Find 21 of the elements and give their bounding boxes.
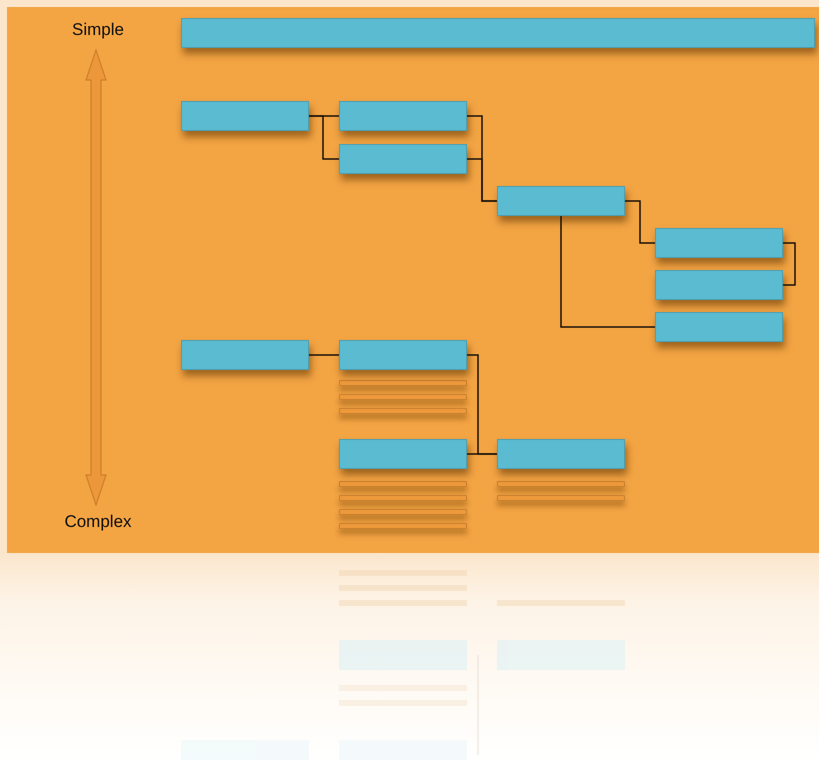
process-box — [339, 144, 467, 174]
connector-line — [625, 200, 655, 244]
process-box — [339, 439, 467, 469]
process-box — [181, 101, 309, 131]
process-box — [339, 340, 467, 370]
process-box — [339, 101, 467, 131]
connector-line — [467, 158, 497, 202]
process-box — [655, 312, 783, 342]
connector-line — [467, 453, 497, 455]
connector-line — [309, 354, 339, 356]
connector-line — [783, 242, 796, 286]
scale-label: Simple — [72, 20, 124, 40]
process-box — [181, 340, 309, 370]
process-box — [655, 270, 783, 300]
process-box — [497, 186, 625, 216]
connector-line — [309, 115, 339, 160]
connector-line — [560, 216, 655, 328]
scale-label: Complex — [64, 512, 132, 532]
process-box — [655, 228, 783, 258]
process-box — [497, 439, 625, 469]
process-box — [181, 18, 815, 48]
